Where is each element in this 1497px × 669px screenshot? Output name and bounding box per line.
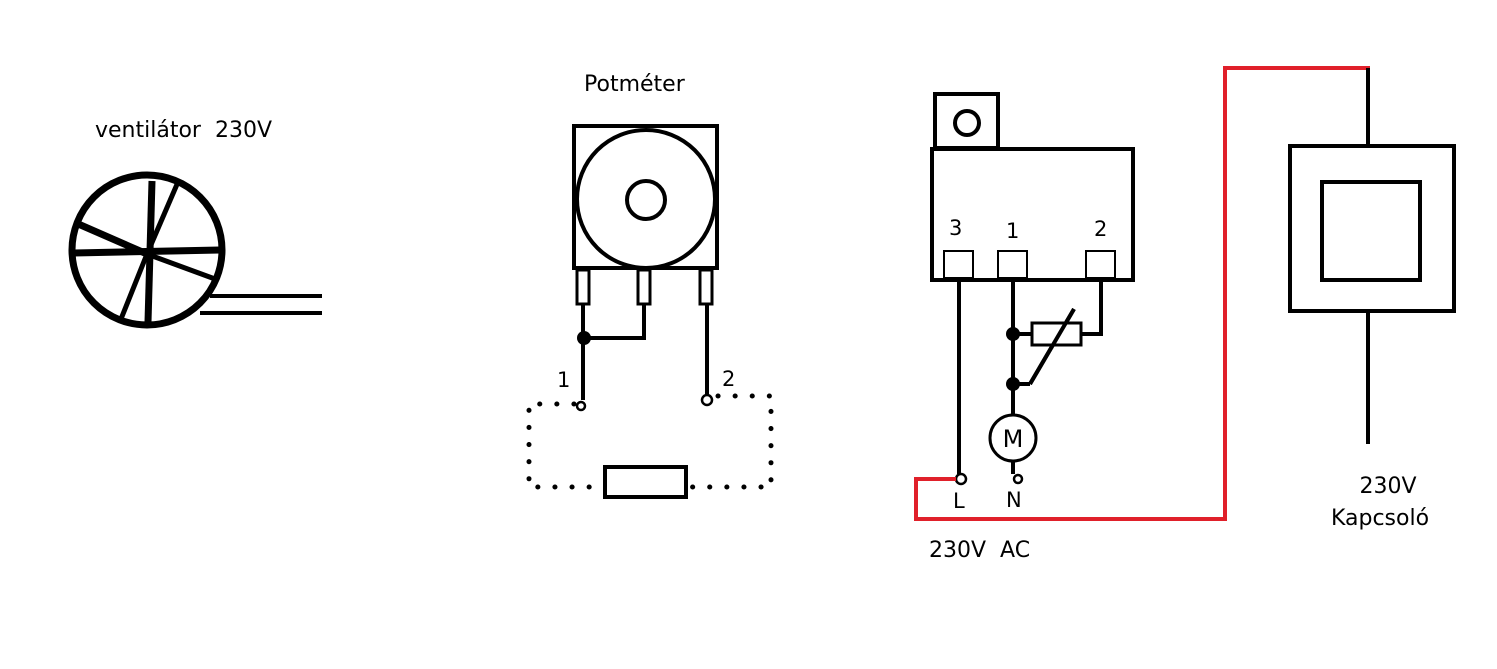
junction-dot — [577, 331, 591, 345]
potentiometer-title: Potméter — [584, 72, 686, 97]
module-pin-1-label: 1 — [1006, 219, 1019, 243]
potentiometer-wires — [581, 304, 709, 400]
junction-dot — [1006, 327, 1020, 341]
fan-label: ventilátor 230V — [95, 118, 272, 143]
potentiometer-group: Potméter 1 2 — [526, 72, 774, 499]
controller-module-group: 3 1 2 M L N 230V AC — [929, 92, 1135, 563]
resistor-dotted-loop — [526, 393, 774, 490]
fan-icon — [68, 171, 226, 329]
switch-name-label: Kapcsoló — [1331, 506, 1429, 531]
potentiometer-icon — [572, 124, 719, 306]
module-pin-3-label: 3 — [949, 216, 962, 240]
terminal-1 — [575, 400, 587, 412]
controller-module-icon — [930, 92, 1135, 282]
switch-icon — [1288, 68, 1456, 444]
fan-group: ventilátor 230V — [68, 118, 322, 329]
pot-pin-2-label: 2 — [722, 367, 735, 391]
fan-cable — [200, 294, 322, 315]
pot-pin-1-label: 1 — [557, 368, 570, 392]
terminal-n — [1012, 473, 1024, 485]
terminal-2 — [700, 393, 714, 407]
motor-label: M — [1003, 425, 1024, 453]
resistor-icon — [603, 465, 688, 499]
trimmer-wiper — [1028, 307, 1076, 386]
line-label: L — [953, 489, 965, 513]
motor-icon — [988, 413, 1038, 463]
switch-group: 230V Kapcsoló — [1288, 68, 1456, 531]
junction-dot — [1006, 377, 1020, 391]
live-wire — [914, 66, 1370, 521]
module-pin-2-label: 2 — [1094, 217, 1107, 241]
terminal-l — [954, 472, 968, 486]
trimmer-resistor-icon — [1030, 321, 1083, 347]
neutral-label: N — [1006, 488, 1022, 512]
supply-label: 230V AC — [929, 538, 1030, 563]
switch-voltage-label: 230V — [1359, 474, 1416, 499]
